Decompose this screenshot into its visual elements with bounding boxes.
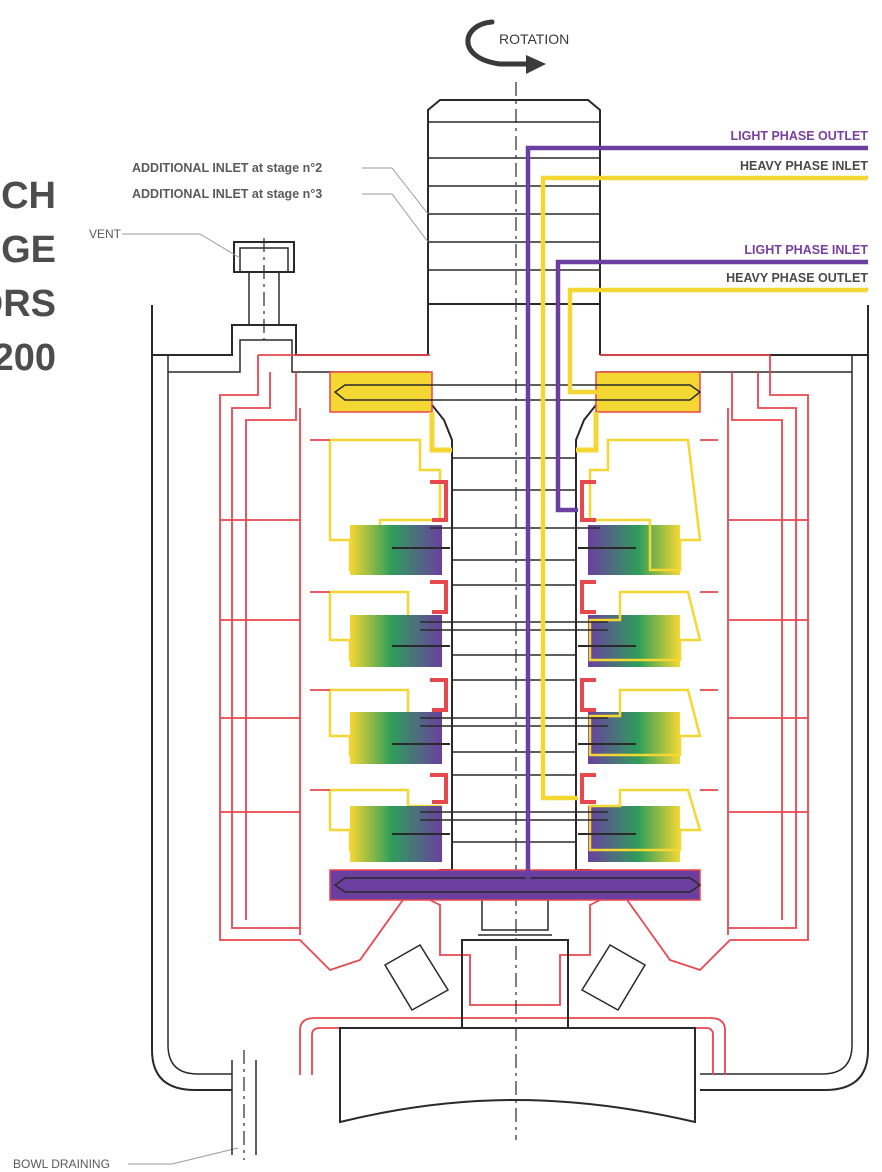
additional-inlet-stage-2-label: ADDITIONAL INLET at stage n°2 [132,161,322,175]
bowl-drain-pipe [231,1050,257,1160]
title-line-2: GE [1,229,56,271]
motor-block [339,889,696,1124]
left-labels: ADDITIONAL INLET at stage n°2 ADDITIONAL… [13,161,429,1171]
stages [299,408,729,935]
red-casing [219,354,809,1075]
heavy-phase-inlet-pipe [540,175,868,801]
title-line-4: 200 [0,337,56,379]
bowl-draining-label: BOWL DRAINING [13,1157,110,1171]
heavy-phase-inlet-label: HEAVY PHASE INLET [740,159,868,173]
stage-3 [328,678,702,764]
top-collar [329,371,702,453]
additional-inlet-stage-3-label: ADDITIONAL INLET at stage n°3 [132,187,322,201]
vent-label: VENT [89,227,122,241]
title-line-3: ORS [0,283,56,325]
heavy-phase-outlet-label: HEAVY PHASE OUTLET [726,271,868,285]
light-phase-inlet-label: LIGHT PHASE INLET [744,243,868,257]
light-phase-inlet-pipe [555,259,868,513]
stage-4 [328,773,702,862]
rotor-shaft [427,82,601,1140]
drive-column [427,99,601,305]
stage-2 [328,580,702,667]
rotation-arrow-icon [465,19,533,67]
title-line-1: CH [1,175,56,217]
title: CH GE ORS 200 [0,175,56,379]
heavy-phase-outlet-pipe [567,287,868,395]
rotation-label: ROTATION [499,31,569,47]
phase-pipes [525,145,868,887]
light-phase-outlet-pipe [525,145,868,887]
light-phase-outlet-label: LIGHT PHASE OUTLET [731,129,869,143]
outer-housing [151,300,869,1091]
rotation-indicator: ROTATION [465,19,569,74]
vent-pipe [233,238,295,340]
stage-1 [328,438,702,575]
right-labels: LIGHT PHASE OUTLET HEAVY PHASE INLET LIG… [726,129,868,285]
rotation-arrowhead-icon [526,55,546,74]
